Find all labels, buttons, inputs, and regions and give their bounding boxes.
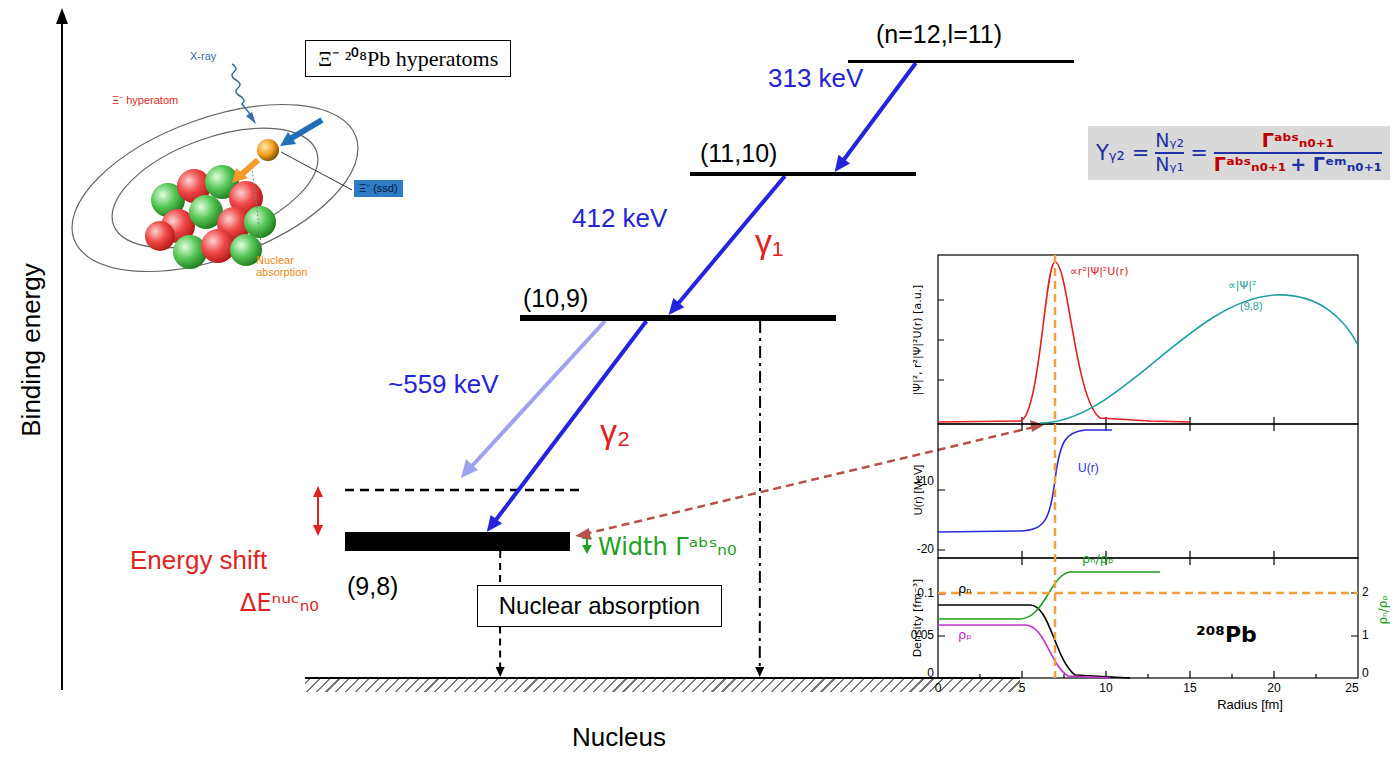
formula-term: Γᵃᵇˢₙ₀₊₁ [1262,130,1334,152]
formula-term: Yᵧ₂ = [1096,141,1149,165]
plot-frame [938,255,1358,678]
nucleus-band: Nucleus [305,677,1020,692]
node-label: Nucleus [572,723,666,753]
energy-axis [56,8,68,690]
plot-annotation: ∝|Ψ|² [1228,280,1256,293]
node-label: (11,10) [700,139,777,168]
level-bar: (10,9) [520,315,836,321]
transition-line [759,321,761,669]
transition-energy: 412 keV [572,204,667,234]
node-label: (9,8) [347,572,398,601]
fraction: Γᵃᵇˢₙ₀₊₁Γᵃᵇˢₙ₀₊₁+ Γᵉᵐₙ₀₊₁ [1214,130,1382,176]
arrow-head [669,298,685,315]
node-label: Ξ⁻ (ssd) [359,182,398,195]
plot-annotation: ²⁰⁸Pb [1196,622,1257,647]
plot-annotation: ΔEⁿᵘᶜₙ₀ [240,590,319,618]
axis-title: |Ψ|², r²|Ψ|²U(r) [a.u.] [912,285,925,396]
arrow-head [487,515,502,532]
transition-line [494,321,646,522]
plot-annotation: 0.1 [917,587,934,601]
axis-title: Binding energy [17,263,47,436]
plot-annotation: ~559 keV [388,370,499,400]
plot-annotation: 10 [1099,682,1112,696]
node-label: (n=12,l=11) [876,20,1002,49]
plot-annotation: ρₙ/ρₚ [1082,552,1114,567]
plot-annotation: -10 [917,475,934,489]
node-label: (10,9) [523,284,588,313]
transition-line [677,176,785,305]
plot-annotation: Width Γᵃᵇˢₙ₀ [598,534,737,562]
plot-annotation: 0 [1362,667,1369,681]
node-label: Ξ⁻ ²⁰⁸Pb hyperatoms [318,46,498,71]
plot-annotation: ρₙ [958,582,971,597]
radius-marker [938,255,1358,678]
node-label: Nuclear absorption [490,592,709,620]
axis-title: ρₙ/ρₚ [1377,595,1391,624]
plot-annotation: 5 [1019,682,1026,696]
plot-annotation: 15 [1183,682,1196,696]
plot-curves [938,262,1358,678]
plot-annotation: 1 [1362,629,1369,643]
transition-arrow [755,321,764,677]
formula-term: Nᵧ₁ [1155,154,1184,176]
level-bar: (n=12,l=11) [848,60,1074,63]
formula-term: Nᵧ₂ [1155,130,1184,152]
plot-annotation: 0.05 [911,629,934,643]
plot-annotation: 20 [1267,682,1280,696]
formula-term: Γᵃᵇˢₙ₀₊₁ [1214,154,1286,176]
absorption-box: Nuclear absorption [477,585,722,627]
transition-arrow [496,627,505,677]
plot-annotation: ∝r²|Ψ|²U(r) [1070,266,1128,279]
energy-shift-arrow [313,486,323,536]
plot-annotation: 0 [935,682,942,696]
plot-annotation: γ₁ [755,222,783,261]
formula-term: = [1190,141,1208,165]
arrow-head [835,155,850,172]
overlap-pointer [575,420,1044,540]
detector-box: Ξ⁻ (ssd) [354,180,403,197]
plot-annotation: Radius [fm] [1217,698,1283,713]
formula-panel: Yᵧ₂ =Nᵧ₂Nᵧ₁=Γᵃᵇˢₙ₀₊₁Γᵃᵇˢₙ₀₊₁+ Γᵉᵐₙ₀₊₁ [1088,126,1390,180]
transition-energy: 313 keV [768,64,863,94]
plot-annotation: U(r) [1078,462,1099,476]
transition-arrow [669,176,785,315]
plot-annotation: -20 [917,543,934,557]
transition-arrow [500,551,501,585]
transition-line [499,627,501,669]
plot-annotation: ρₚ [958,628,972,643]
arrow-head [755,667,764,677]
plot-annotation: 2 [1362,586,1369,600]
plot-annotation: 25 [1345,682,1358,696]
level-bar: (11,10) [690,172,916,176]
plot-annotation: Energy shift [130,546,267,576]
formula-term: + Γᵉᵐₙ₀₊₁ [1290,154,1382,176]
em-transition-arrow [461,321,605,478]
arrow-head [496,667,505,677]
plot-annotation: Ξ⁻ hyperatom [112,94,178,107]
plot-annotation: X-ray [190,50,216,63]
plot-annotation: γ₂ [600,412,630,451]
fraction-denominator: Γᵃᵇˢₙ₀₊₁+ Γᵉᵐₙ₀₊₁ [1214,154,1382,176]
plot-annotation: Nuclear absorption [256,254,320,278]
unshifted-level [345,489,582,492]
transition-arrow [487,321,647,532]
plot-annotation: 0 [927,667,934,681]
plot-annotation: (9,8) [1240,300,1263,313]
axis-title: U(r) [MeV] [912,465,925,516]
title-box: Ξ⁻ ²⁰⁸Pb hyperatoms [305,40,511,77]
fraction: Nᵧ₂Nᵧ₁ [1155,130,1184,176]
hyperatom-picture [50,64,380,305]
transition-line [499,551,501,585]
ground-level-bar: (9,8) [345,532,570,551]
